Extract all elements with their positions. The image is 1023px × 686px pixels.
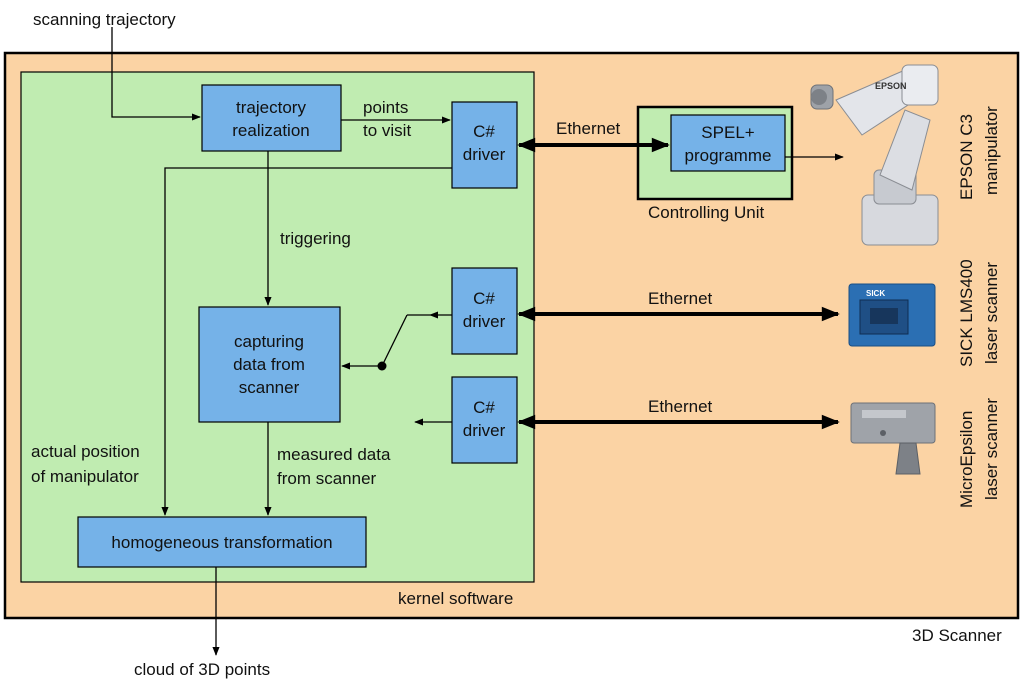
- capturing-text-3: scanner: [239, 378, 300, 397]
- switch-pivot: [377, 361, 387, 371]
- triggering-label: triggering: [280, 229, 351, 248]
- driver1-text-1: C#: [473, 122, 495, 141]
- switch-blade: [381, 314, 408, 367]
- measured-label-1: measured data: [277, 445, 391, 464]
- driver3-text-2: driver: [463, 421, 506, 440]
- driver-box-3: [451, 376, 518, 464]
- driver2-text-1: C#: [473, 289, 495, 308]
- spel-text-1: SPEL+: [701, 123, 754, 142]
- input-label: scanning trajectory: [33, 10, 176, 29]
- spel-text-2: programme: [685, 146, 772, 165]
- micro-label-1: MicroEpsilon: [957, 411, 976, 508]
- ethernet-label-3: Ethernet: [648, 397, 713, 416]
- sick-label-2: laser scanner: [982, 262, 1001, 364]
- sick-scanner-image: SICK: [848, 283, 936, 347]
- points-label-1: points: [363, 98, 408, 117]
- controlling-unit-label: Controlling Unit: [648, 203, 764, 222]
- measured-label-2: from scanner: [277, 469, 377, 488]
- microepsilon-scanner-image: [850, 402, 936, 475]
- input-arrow: [111, 27, 201, 121]
- epson-label-2: manipulator: [982, 106, 1001, 195]
- driver3-text-1: C#: [473, 398, 495, 417]
- sick-logo: SICK: [866, 289, 885, 298]
- transform-text: homogeneous transformation: [111, 533, 332, 552]
- trajectory-text-1: trajectory: [236, 98, 306, 117]
- trajectory-text-2: realization: [232, 121, 310, 140]
- epson-logo: EPSON: [875, 81, 907, 91]
- driver2-text-2: driver: [463, 312, 506, 331]
- scanner-region-label: 3D Scanner: [912, 626, 1002, 645]
- ethernet-label-1: Ethernet: [556, 119, 621, 138]
- epson-robot-image: EPSON: [810, 64, 939, 246]
- micro-label-2: laser scanner: [982, 398, 1001, 500]
- spel-box: [670, 114, 786, 172]
- position-arrow: [161, 167, 452, 516]
- transform-box: [77, 516, 367, 568]
- ethernet-label-2: Ethernet: [648, 289, 713, 308]
- kernel-region-label: kernel software: [398, 589, 513, 608]
- capturing-box: [198, 306, 341, 423]
- epson-label-1: EPSON C3: [957, 114, 976, 200]
- driver-box-1: [451, 101, 518, 189]
- actual-position-label-2: of manipulator: [31, 467, 139, 486]
- points-label-2: to visit: [363, 121, 411, 140]
- output-label: cloud of 3D points: [134, 660, 270, 679]
- driver-box-2: [451, 267, 518, 355]
- actual-position-label-1: actual position: [31, 442, 140, 461]
- sick-label-1: SICK LMS400: [957, 259, 976, 367]
- trajectory-box: [201, 84, 342, 152]
- capturing-text-2: data from: [233, 355, 305, 374]
- driver1-text-2: driver: [463, 145, 506, 164]
- capturing-text-1: capturing: [234, 332, 304, 351]
